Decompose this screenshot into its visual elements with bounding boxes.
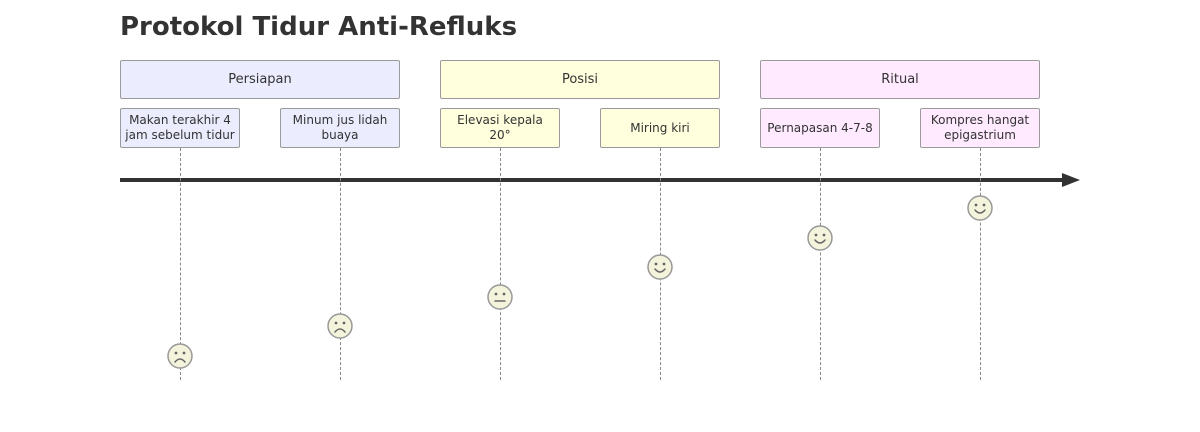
task-dashed-line (980, 148, 981, 380)
happy-face-icon (967, 195, 993, 221)
task-box: Kompres hangat epigastrium (920, 108, 1040, 148)
task-dashed-line (500, 148, 501, 380)
section-header: Ritual (760, 60, 1040, 99)
section-header: Persiapan (120, 60, 400, 99)
sad-face-icon (167, 343, 193, 369)
sad-face-icon (327, 313, 353, 340)
happy-face-icon (807, 224, 833, 251)
neutral-face-icon (487, 284, 513, 310)
task-box: Makan terakhir 4 jam sebelum tidur (120, 108, 240, 148)
task-box: Minum jus lidah buaya (280, 108, 400, 148)
diagram-title: Protokol Tidur Anti-Refluks (120, 12, 518, 42)
task-box: Miring kiri (600, 108, 720, 148)
task-box: Pernapasan 4-7-8 (760, 108, 880, 148)
task-dashed-line (180, 148, 181, 380)
section-header: Posisi (440, 60, 720, 99)
happy-face-icon (647, 254, 673, 280)
task-dashed-line (820, 148, 821, 380)
task-dashed-line (340, 148, 341, 380)
task-box: Elevasi kepala 20° (440, 108, 560, 148)
